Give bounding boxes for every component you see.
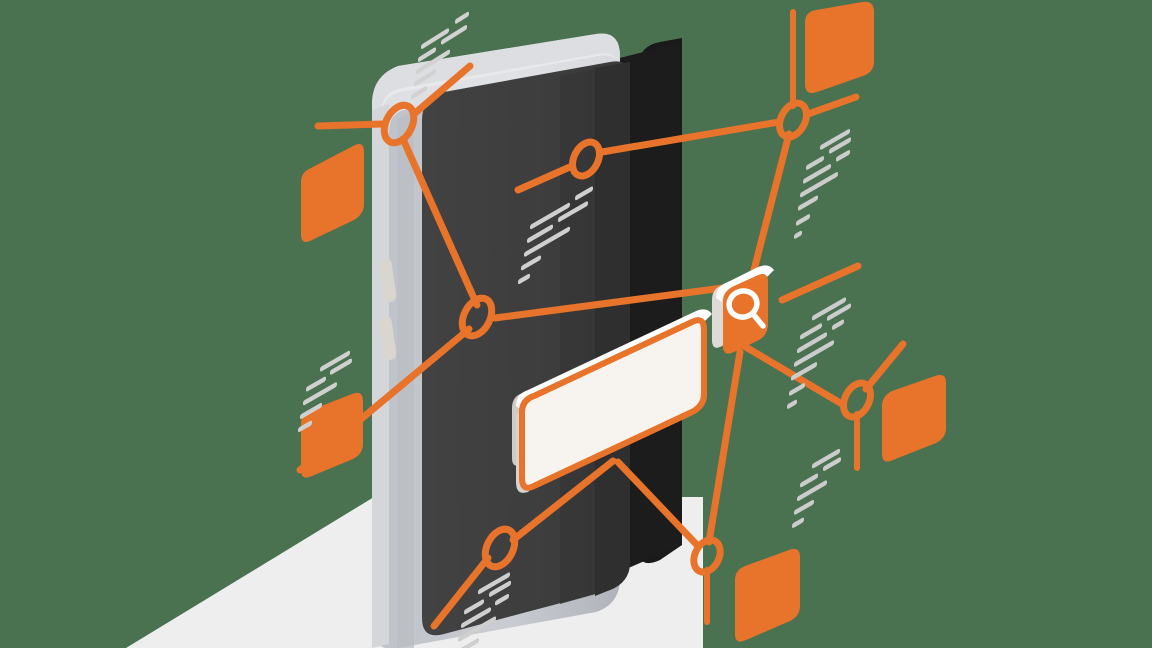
edge-rightmid-up (862, 340, 907, 393)
text-block-screen-low (455, 572, 511, 648)
text-block-right-low (792, 448, 841, 528)
search-bar-face-overlay (519, 317, 707, 491)
volume-up-button[interactable] (379, 257, 397, 302)
edge-hub-to-bottomright (705, 348, 744, 546)
node-bottom-right[interactable] (689, 535, 726, 576)
network-nodes[interactable] (378, 99, 876, 577)
text-block-top-left (411, 11, 469, 100)
text-blocks (298, 11, 851, 648)
node-top-left[interactable] (378, 100, 419, 147)
node-top-mid[interactable] (567, 138, 605, 181)
edge-topleft-upright (410, 62, 474, 118)
edge-left-stub (314, 120, 387, 130)
magnifier-icon (726, 288, 766, 329)
card-left-lower (301, 392, 363, 478)
text-block-right-mid (787, 297, 851, 409)
edge-topmid-to-left (514, 162, 576, 194)
text-block-screen-top (518, 186, 593, 285)
card-left-upper (301, 144, 364, 242)
node-bottom-mid[interactable] (479, 524, 520, 571)
node-top-right[interactable] (774, 99, 812, 142)
text-block-top-right (794, 129, 851, 239)
edge-bottom-left (430, 554, 492, 630)
volume-down-button[interactable] (379, 315, 397, 360)
text-block-left-mid (298, 350, 352, 433)
card-right-mid (882, 374, 946, 462)
search-button[interactable] (712, 265, 774, 354)
card-bottom-right (735, 548, 800, 642)
orange-cards (301, 1, 946, 642)
node-mid-left[interactable] (456, 293, 497, 340)
edge-search-stub (778, 262, 862, 304)
node-right-mid[interactable] (838, 379, 876, 422)
edge-topleft-to-mid (399, 135, 481, 309)
phone-side-buttons[interactable] (379, 257, 397, 360)
card-top-right (805, 1, 874, 93)
edge-rightmid-left (740, 342, 846, 408)
edge-bottom-up (509, 457, 617, 544)
edge-midleft-to-right (491, 282, 742, 322)
edge-topright-stub (804, 93, 860, 118)
edge-bottomright-to-bar (614, 458, 701, 549)
edge-topmid-to-right (598, 118, 783, 156)
